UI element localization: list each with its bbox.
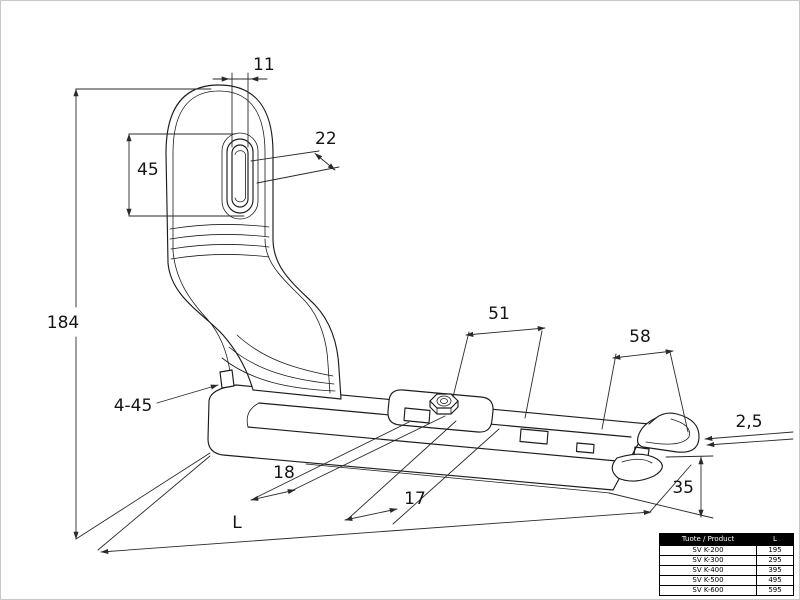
product-cell: SV K-300 [659, 555, 757, 566]
product-cell: SV K-400 [659, 565, 757, 576]
dim-label-45: 45 [137, 160, 159, 180]
clip-lower-flap [611, 453, 663, 482]
slot-emboss-outline [221, 132, 259, 220]
dimension-length: L [97, 455, 692, 555]
bend-contour-low-1 [236, 334, 334, 377]
base-plate [207, 384, 650, 494]
table-row: SV K-600 595 [659, 585, 794, 596]
bend-contour-low-2 [228, 346, 335, 385]
base-plate-thickness-edge [305, 463, 611, 494]
dimension-35: 35 [608, 455, 714, 519]
dim-17-extension-lines [348, 420, 500, 525]
product-cell: SV K-500 [659, 575, 757, 586]
slot-rim-outline [226, 138, 254, 214]
dimension-22: 22 [250, 129, 340, 184]
clip-upper-flap [636, 412, 700, 453]
dim-thickness-leader-1 [704, 431, 794, 442]
dim-label-22: 22 [315, 129, 337, 149]
table-row: SV K-300 295 [659, 555, 794, 566]
table-row: SV K-500 495 [659, 575, 794, 586]
hex-nut [429, 393, 459, 415]
base-plate-outline [207, 384, 650, 491]
length-cell: 595 [756, 585, 794, 596]
dimension-4-45: 4-45 [114, 384, 219, 416]
spec-table-header-product: Tuote / Product [659, 533, 757, 546]
dim-label-58: 58 [629, 327, 651, 347]
dimension-thickness: 2,5 [704, 412, 794, 448]
length-cell: 395 [756, 565, 794, 576]
nut-washer-circle [436, 395, 452, 407]
bend-contour-inner [172, 250, 231, 373]
channel-left-end [246, 402, 260, 428]
clip-upper-curl-line [645, 418, 690, 445]
dim-label-35: 35 [672, 478, 694, 498]
end-clip [611, 412, 700, 482]
dimension-184: 184 [47, 88, 212, 540]
dim-51-extension-lines [452, 330, 543, 419]
bend-contour-outer [264, 238, 331, 394]
dim-thickness-leader-2 [706, 438, 794, 448]
bend-contour-low-3 [221, 357, 336, 392]
rect-hole-left [403, 407, 431, 424]
table-row: SV K-400 395 [659, 565, 794, 576]
spec-table-header-row: Tuote / Product L [659, 533, 794, 546]
channel-front-edge [247, 426, 618, 462]
table-row: SV K-200 195 [659, 545, 794, 556]
product-cell: SV K-200 [659, 545, 757, 556]
dimension-45: 45 [126, 133, 245, 217]
dim-58-extension-lines [601, 351, 689, 433]
dim-label-184: 184 [47, 313, 79, 333]
dim-label-thickness: 2,5 [735, 412, 762, 432]
grip-ridge-2 [169, 234, 270, 240]
dim-label-4-45: 4-45 [114, 396, 153, 416]
oblong-slot [221, 132, 259, 220]
spec-table: Tuote / Product L SV K-200 195 SV K-300 … [659, 533, 794, 596]
nut-bolt-circle [440, 398, 448, 404]
rect-hole-middle [519, 428, 549, 445]
upright-leg [165, 84, 342, 400]
dimension-11: 11 [212, 55, 275, 148]
dim-18-extension-lines [254, 415, 446, 499]
length-cell: 195 [756, 545, 794, 556]
spec-table-header-length: L [756, 533, 794, 546]
upright-outline [165, 84, 342, 400]
dim-58-line [612, 349, 674, 360]
dimensions: 11 22 45 184 4-45 [47, 55, 794, 555]
dim-label-51: 51 [488, 304, 510, 324]
dim-184-extension-bottom [75, 452, 211, 540]
rect-hole-right [575, 442, 595, 454]
clip-step-edge [648, 417, 657, 425]
dim-label-length: L [232, 513, 242, 533]
dim-51-line [465, 326, 546, 337]
hex-nut-facets [436, 407, 452, 415]
upright-inner-dome-line [172, 90, 266, 237]
dimension-18: 18 [250, 415, 446, 501]
dim-11-extension-lines [228, 72, 252, 148]
slot-hole-depth-line [234, 150, 246, 203]
product-cell: SV K-600 [659, 585, 757, 596]
dim-4-45-leader [156, 384, 219, 404]
dim-45-extension-lines [128, 133, 245, 217]
dim-35-extension-lines [608, 455, 714, 519]
clip-lower-curl-line [621, 458, 653, 464]
dim-18-line [250, 489, 296, 501]
dim-label-18: 18 [273, 463, 295, 483]
slot-hole [231, 144, 249, 208]
dim-label-17: 17 [404, 489, 426, 509]
grip-ridge-3 [170, 244, 270, 250]
length-cell: 295 [756, 555, 794, 566]
dimension-51: 51 [452, 304, 546, 419]
dim-22-line [314, 153, 336, 171]
dim-length-line [100, 509, 652, 555]
dim-label-11: 11 [253, 55, 275, 75]
dimension-58: 58 [601, 327, 689, 433]
bend-tab [219, 369, 235, 389]
grip-ridge-4 [170, 254, 270, 260]
grip-ridge-1 [169, 224, 270, 230]
length-cell: 495 [756, 575, 794, 586]
